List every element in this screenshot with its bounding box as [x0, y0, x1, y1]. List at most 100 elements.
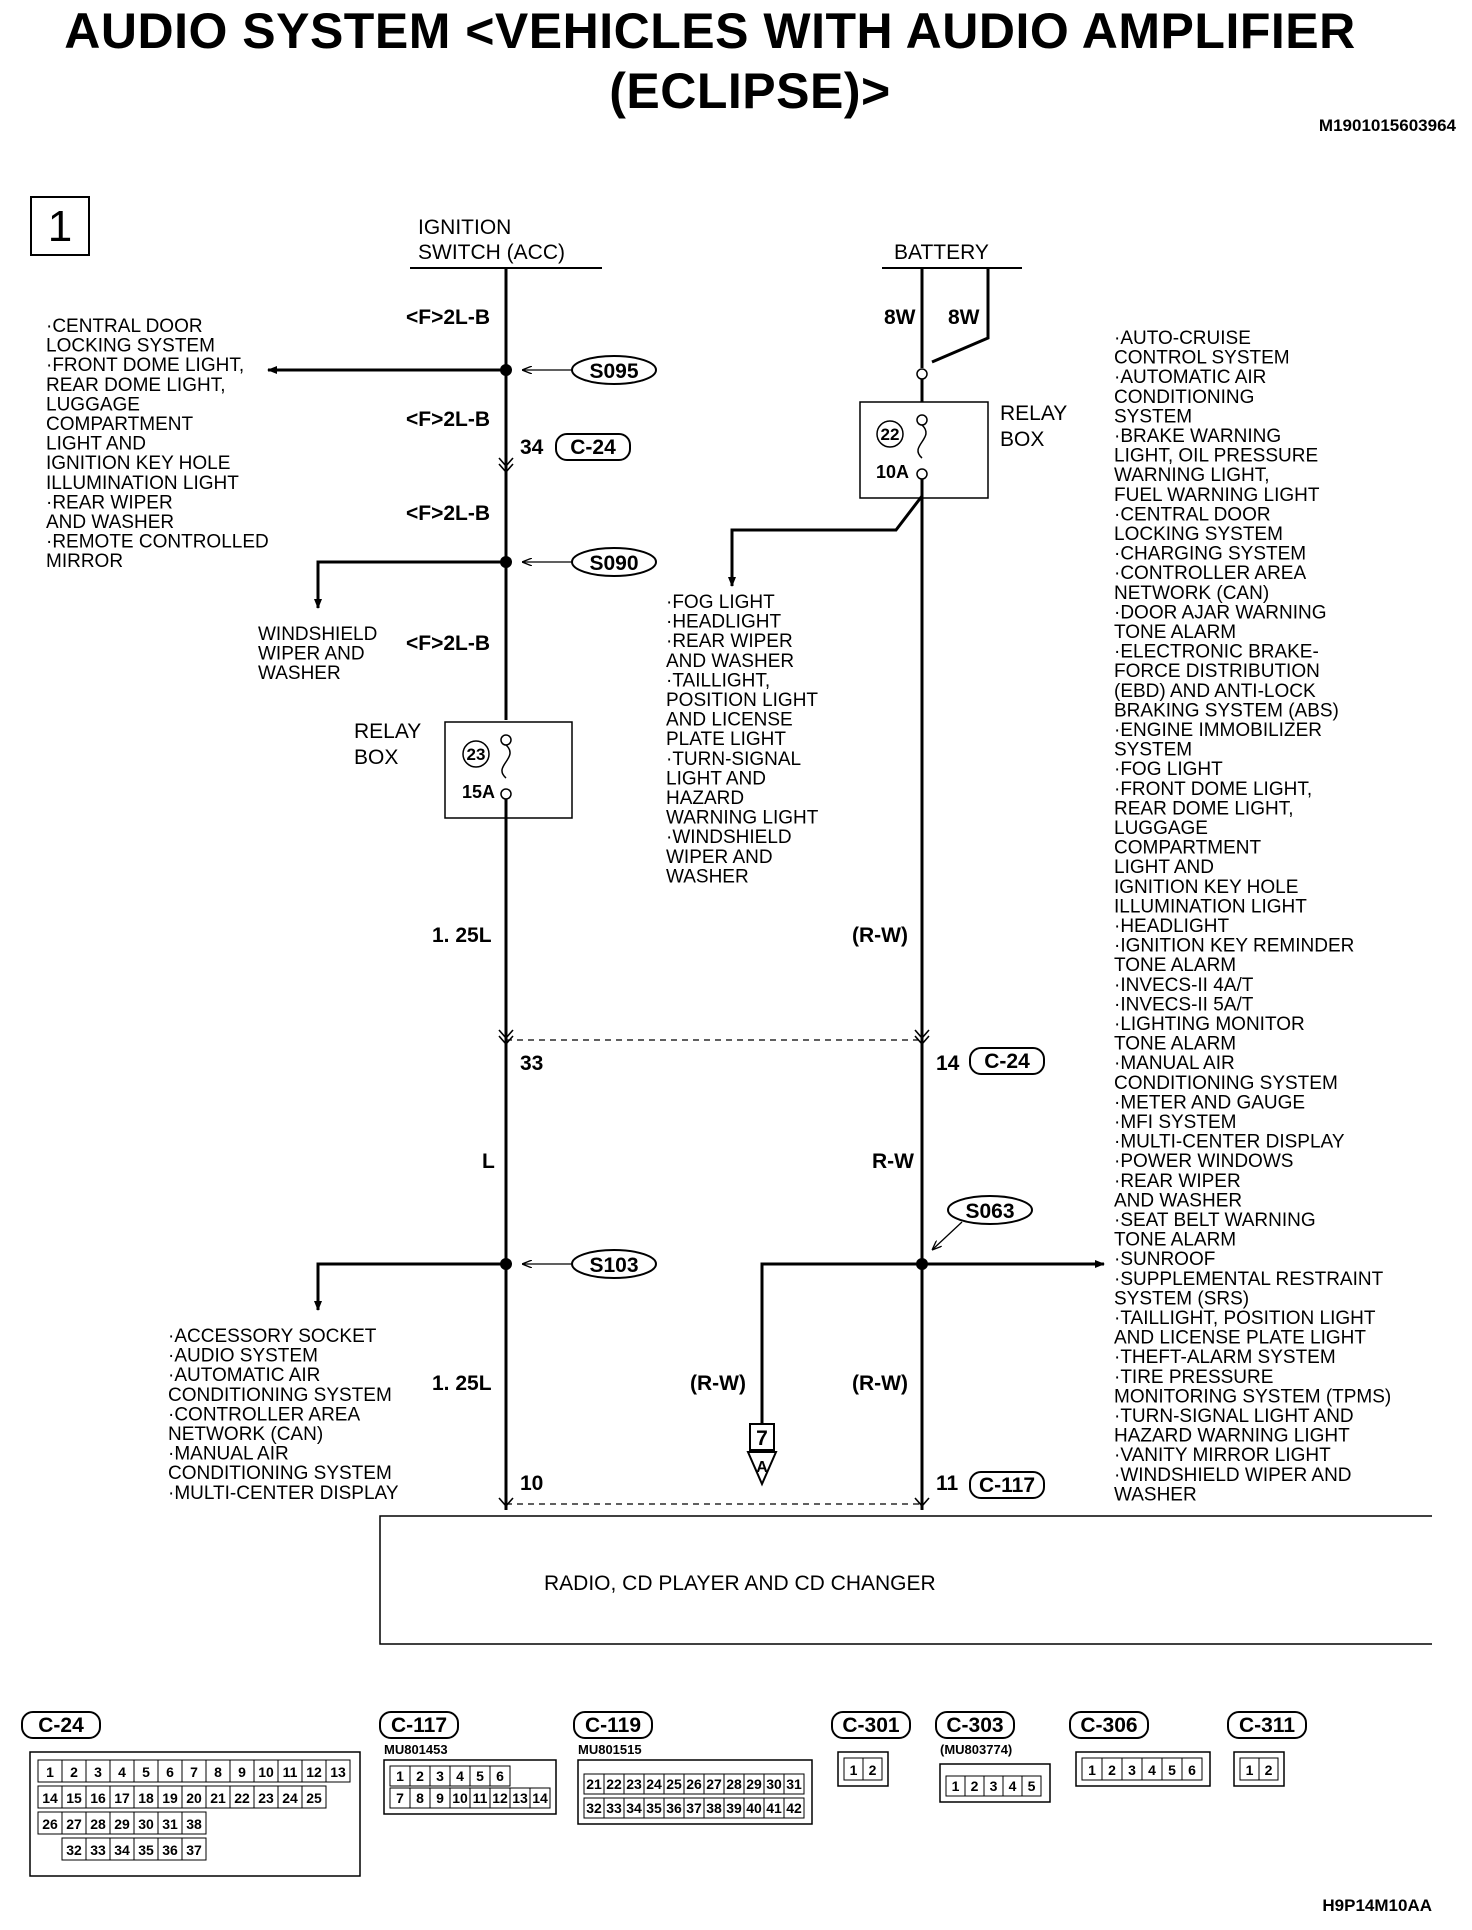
fuse-22-terminal-mid [916, 414, 928, 426]
relay-box-22-label-1: RELAY [1000, 402, 1067, 425]
pin-number: 38 [706, 1800, 722, 1816]
list-middle-line: AND WASHER [666, 651, 794, 672]
list-right-line: ·REAR WIPER [1114, 1171, 1241, 1192]
list-right-line: ·FRONT DOME LIGHT, [1114, 779, 1312, 800]
pin-cell [783, 1773, 805, 1795]
relay-box-23-label-2: BOX [354, 746, 398, 769]
connector-c311-label: C-311 [1239, 1714, 1295, 1737]
pin-cell [529, 1787, 551, 1809]
pin-number: 36 [162, 1842, 178, 1858]
page-title-line1: AUDIO SYSTEM <VEHICLES WITH AUDIO AMPLIF… [64, 3, 1356, 59]
pin-number: 5 [476, 1768, 484, 1784]
pin-number: 2 [416, 1768, 424, 1784]
pin-number: 12 [306, 1764, 322, 1780]
list-right-line: ·AUTOMATIC AIR [1114, 367, 1266, 388]
pin-number: 2 [1108, 1762, 1116, 1778]
pin-number: 2 [971, 1778, 979, 1794]
list-middle: ·FOG LIGHT·HEADLIGHT·REAR WIPER AND WASH… [666, 592, 819, 887]
list-right-line: ·WINDSHIELD WIPER AND [1114, 1465, 1352, 1486]
relay-box-23-label-1: RELAY [354, 720, 421, 743]
list-right-line: LIGHT AND [1114, 857, 1214, 878]
connector-c119-part: MU801515 [578, 1742, 642, 1757]
connector-c117-label: C-117 [391, 1714, 447, 1737]
pin-number: 21 [586, 1776, 602, 1792]
branch-s103 [314, 1262, 506, 1311]
pin-number: 3 [990, 1778, 998, 1794]
list-right-line: NETWORK (CAN) [1114, 583, 1269, 604]
list-bottom-left-line: NETWORK (CAN) [168, 1424, 323, 1445]
pin-number: 3 [94, 1764, 102, 1780]
list-middle-line: ·TAILLIGHT, [666, 670, 770, 691]
list-bottom-left-line: ·ACCESSORY SOCKET [168, 1326, 377, 1347]
pin-number: 36 [666, 1800, 682, 1816]
pin-number: 5 [142, 1764, 150, 1780]
pin-cell [1258, 1757, 1279, 1781]
splice-label-s103: S103 [589, 1254, 638, 1277]
pin-number: 8 [214, 1764, 222, 1780]
pin-number: 6 [496, 1768, 504, 1784]
list-right-line: TONE ALARM [1114, 622, 1236, 643]
pin-number: 3 [436, 1768, 444, 1784]
pin-10-label: 10 [520, 1472, 543, 1495]
list-right-line: ·CONTROLLER AREA [1114, 563, 1306, 584]
pin-number: 18 [138, 1790, 154, 1806]
list-windshield-line: WINDSHIELD [258, 624, 377, 645]
pin-number: 27 [66, 1816, 82, 1832]
connector-c306-badge [1069, 1711, 1149, 1739]
connector-label-c24-mid: C-24 [984, 1050, 1030, 1073]
connector-c24-label: C-24 [38, 1714, 84, 1737]
wire-battery-right [931, 268, 990, 364]
list-right-line: CONDITIONING [1114, 387, 1254, 408]
offpage-number: 7 [756, 1427, 768, 1450]
connector-label-c24-top: C-24 [570, 436, 616, 459]
pin-number: 10 [452, 1790, 468, 1806]
list-top-left-line: LOCKING SYSTEM [46, 336, 215, 357]
list-right-line: ·HEADLIGHT [1114, 916, 1229, 937]
offpage-triangle [746, 1451, 778, 1487]
fuse-23-amp: 15A [462, 782, 495, 802]
fuse-22-circle [876, 420, 904, 448]
list-bottom-left-line: ·AUTOMATIC AIR [168, 1365, 320, 1386]
list-top-left-line: IGNITION KEY HOLE [46, 453, 230, 474]
list-right-line: AND LICENSE PLATE LIGHT [1114, 1328, 1366, 1349]
list-right-line: ·INVECS-II 5A/T [1114, 994, 1254, 1015]
pin-cell [181, 1837, 207, 1861]
list-right-line: ·MANUAL AIR [1114, 1053, 1235, 1074]
pin-number: 28 [726, 1776, 742, 1792]
ignition-label-1: IGNITION [418, 216, 511, 239]
sheet-number-box: 1 [30, 196, 90, 256]
offpage-letter: A [756, 1459, 768, 1476]
pin-number: 28 [90, 1816, 106, 1832]
pin-number: 37 [186, 1842, 202, 1858]
pointer-s063 [932, 1221, 963, 1250]
pin-number: 13 [330, 1764, 346, 1780]
list-right-line: SYSTEM (SRS) [1114, 1288, 1249, 1309]
pin-number: 8 [416, 1790, 424, 1806]
list-right-line: ·METER AND GAUGE [1114, 1092, 1305, 1113]
list-right-line: ·DOOR AJAR WARNING [1114, 602, 1327, 623]
branch-s063-left [760, 1262, 922, 1424]
component-label: RADIO, CD PLAYER AND CD CHANGER [544, 1572, 936, 1595]
pin-number: 6 [1188, 1762, 1196, 1778]
pin-number: 22 [234, 1790, 250, 1806]
pin-number: 24 [646, 1776, 662, 1792]
pin-number: 22 [606, 1776, 622, 1792]
list-bottom-left-line: CONDITIONING SYSTEM [168, 1385, 392, 1406]
list-top-left-line: REAR DOME LIGHT, [46, 375, 225, 396]
pin-number: 29 [746, 1776, 762, 1792]
list-right-line: ·TURN-SIGNAL LIGHT AND [1114, 1406, 1354, 1427]
fuse-23-number: 23 [467, 745, 486, 764]
pin-number: 3 [1128, 1762, 1136, 1778]
pin-number: 4 [118, 1764, 126, 1780]
list-middle-line: AND LICENSE [666, 710, 793, 731]
pin-number: 1 [850, 1762, 858, 1778]
fuse-22-number: 22 [881, 425, 900, 444]
fuse-22-terminal-bottom [916, 468, 928, 480]
pin-number: 16 [90, 1790, 106, 1806]
list-right-line: WASHER [1114, 1484, 1197, 1505]
splice-badge-s103 [571, 1249, 657, 1279]
pin-number: 23 [626, 1776, 642, 1792]
